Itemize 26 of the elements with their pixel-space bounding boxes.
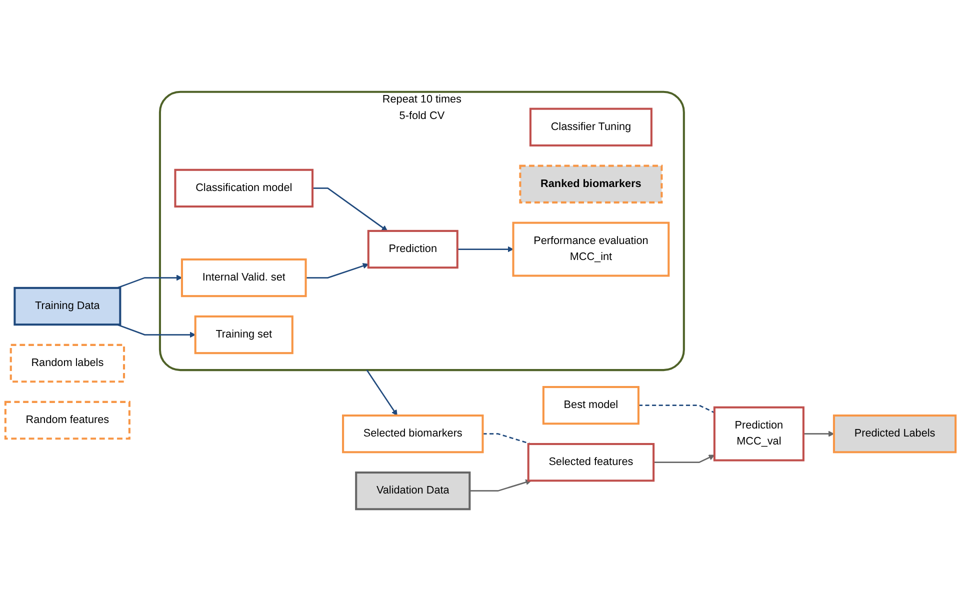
node-box: Training set [194,315,294,354]
node-box: Predicted Labels [832,414,957,454]
arrow [803,430,834,437]
arrow [116,324,196,338]
node-box: Internal Valid. set [180,258,307,298]
node-box: Training Data [14,286,122,326]
node-box: Best model [542,386,640,425]
node-box: Selected biomarkers [342,414,484,454]
node-box: Ranked biomarkers [519,164,663,204]
arrow [654,454,715,464]
arrow [312,188,388,232]
arrow [306,263,369,278]
arrow [457,246,514,252]
node-box: Selected features [527,443,655,482]
node-box: Performance evaluation MCC_int [512,222,670,277]
node-box: Prediction MCC_val [713,406,804,462]
node-box: Random labels [10,344,126,383]
node-box: Classification model [174,168,314,208]
node-box: Classifier Tuning [529,108,652,146]
connector [638,404,715,414]
node-box: Random features [4,400,130,440]
arrow [470,479,532,492]
node-box: Prediction [367,230,458,269]
arrow [366,370,398,416]
node-box: Validation Data [355,472,471,510]
arrow [116,274,182,289]
